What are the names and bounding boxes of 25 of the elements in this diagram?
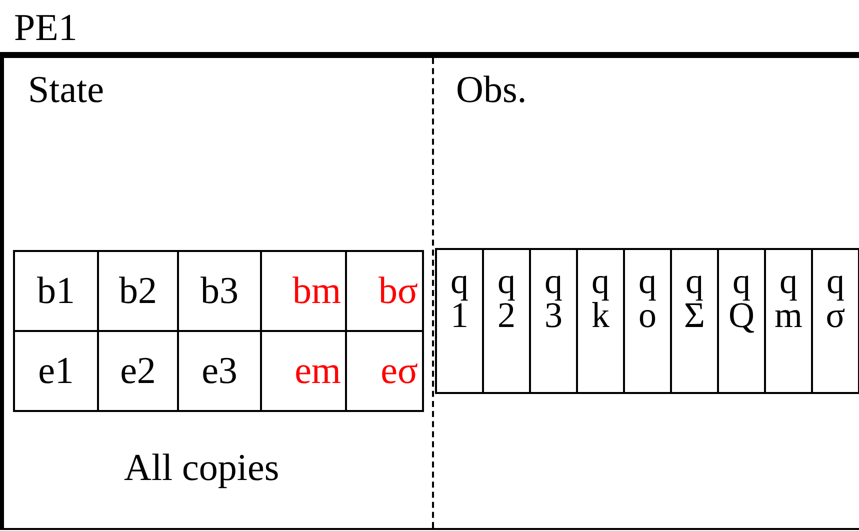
region <box>432 58 859 528</box>
table-cell: b1 <box>15 252 99 332</box>
region-title: State <box>28 68 104 112</box>
table-cell: q 2 <box>484 250 531 392</box>
note: All copies <box>124 446 280 490</box>
table-cell: q Σ <box>672 250 719 392</box>
table-cell: q Q <box>719 250 766 392</box>
table-cell: q o <box>625 250 672 392</box>
table-cell: q 1 <box>437 250 484 392</box>
table-cell: q m <box>766 250 813 392</box>
table-cell: b3 <box>179 252 262 332</box>
table-cell: e3 <box>179 332 262 410</box>
frame-heading: PE1 <box>14 6 78 50</box>
table-cell: bm <box>262 252 347 332</box>
table-cell: em <box>262 332 347 410</box>
frame <box>0 52 859 530</box>
table-cell: q 3 <box>531 250 578 392</box>
table-cell: bσ <box>347 252 422 332</box>
table-cell: q σ <box>813 250 859 392</box>
table-cell-text: eσ <box>380 349 419 394</box>
table-cell: e1 <box>15 332 99 410</box>
table-cell: q k <box>578 250 625 392</box>
table-cell: e2 <box>99 332 179 410</box>
region-title: Obs. <box>456 68 527 112</box>
table-cell: b2 <box>99 252 179 332</box>
